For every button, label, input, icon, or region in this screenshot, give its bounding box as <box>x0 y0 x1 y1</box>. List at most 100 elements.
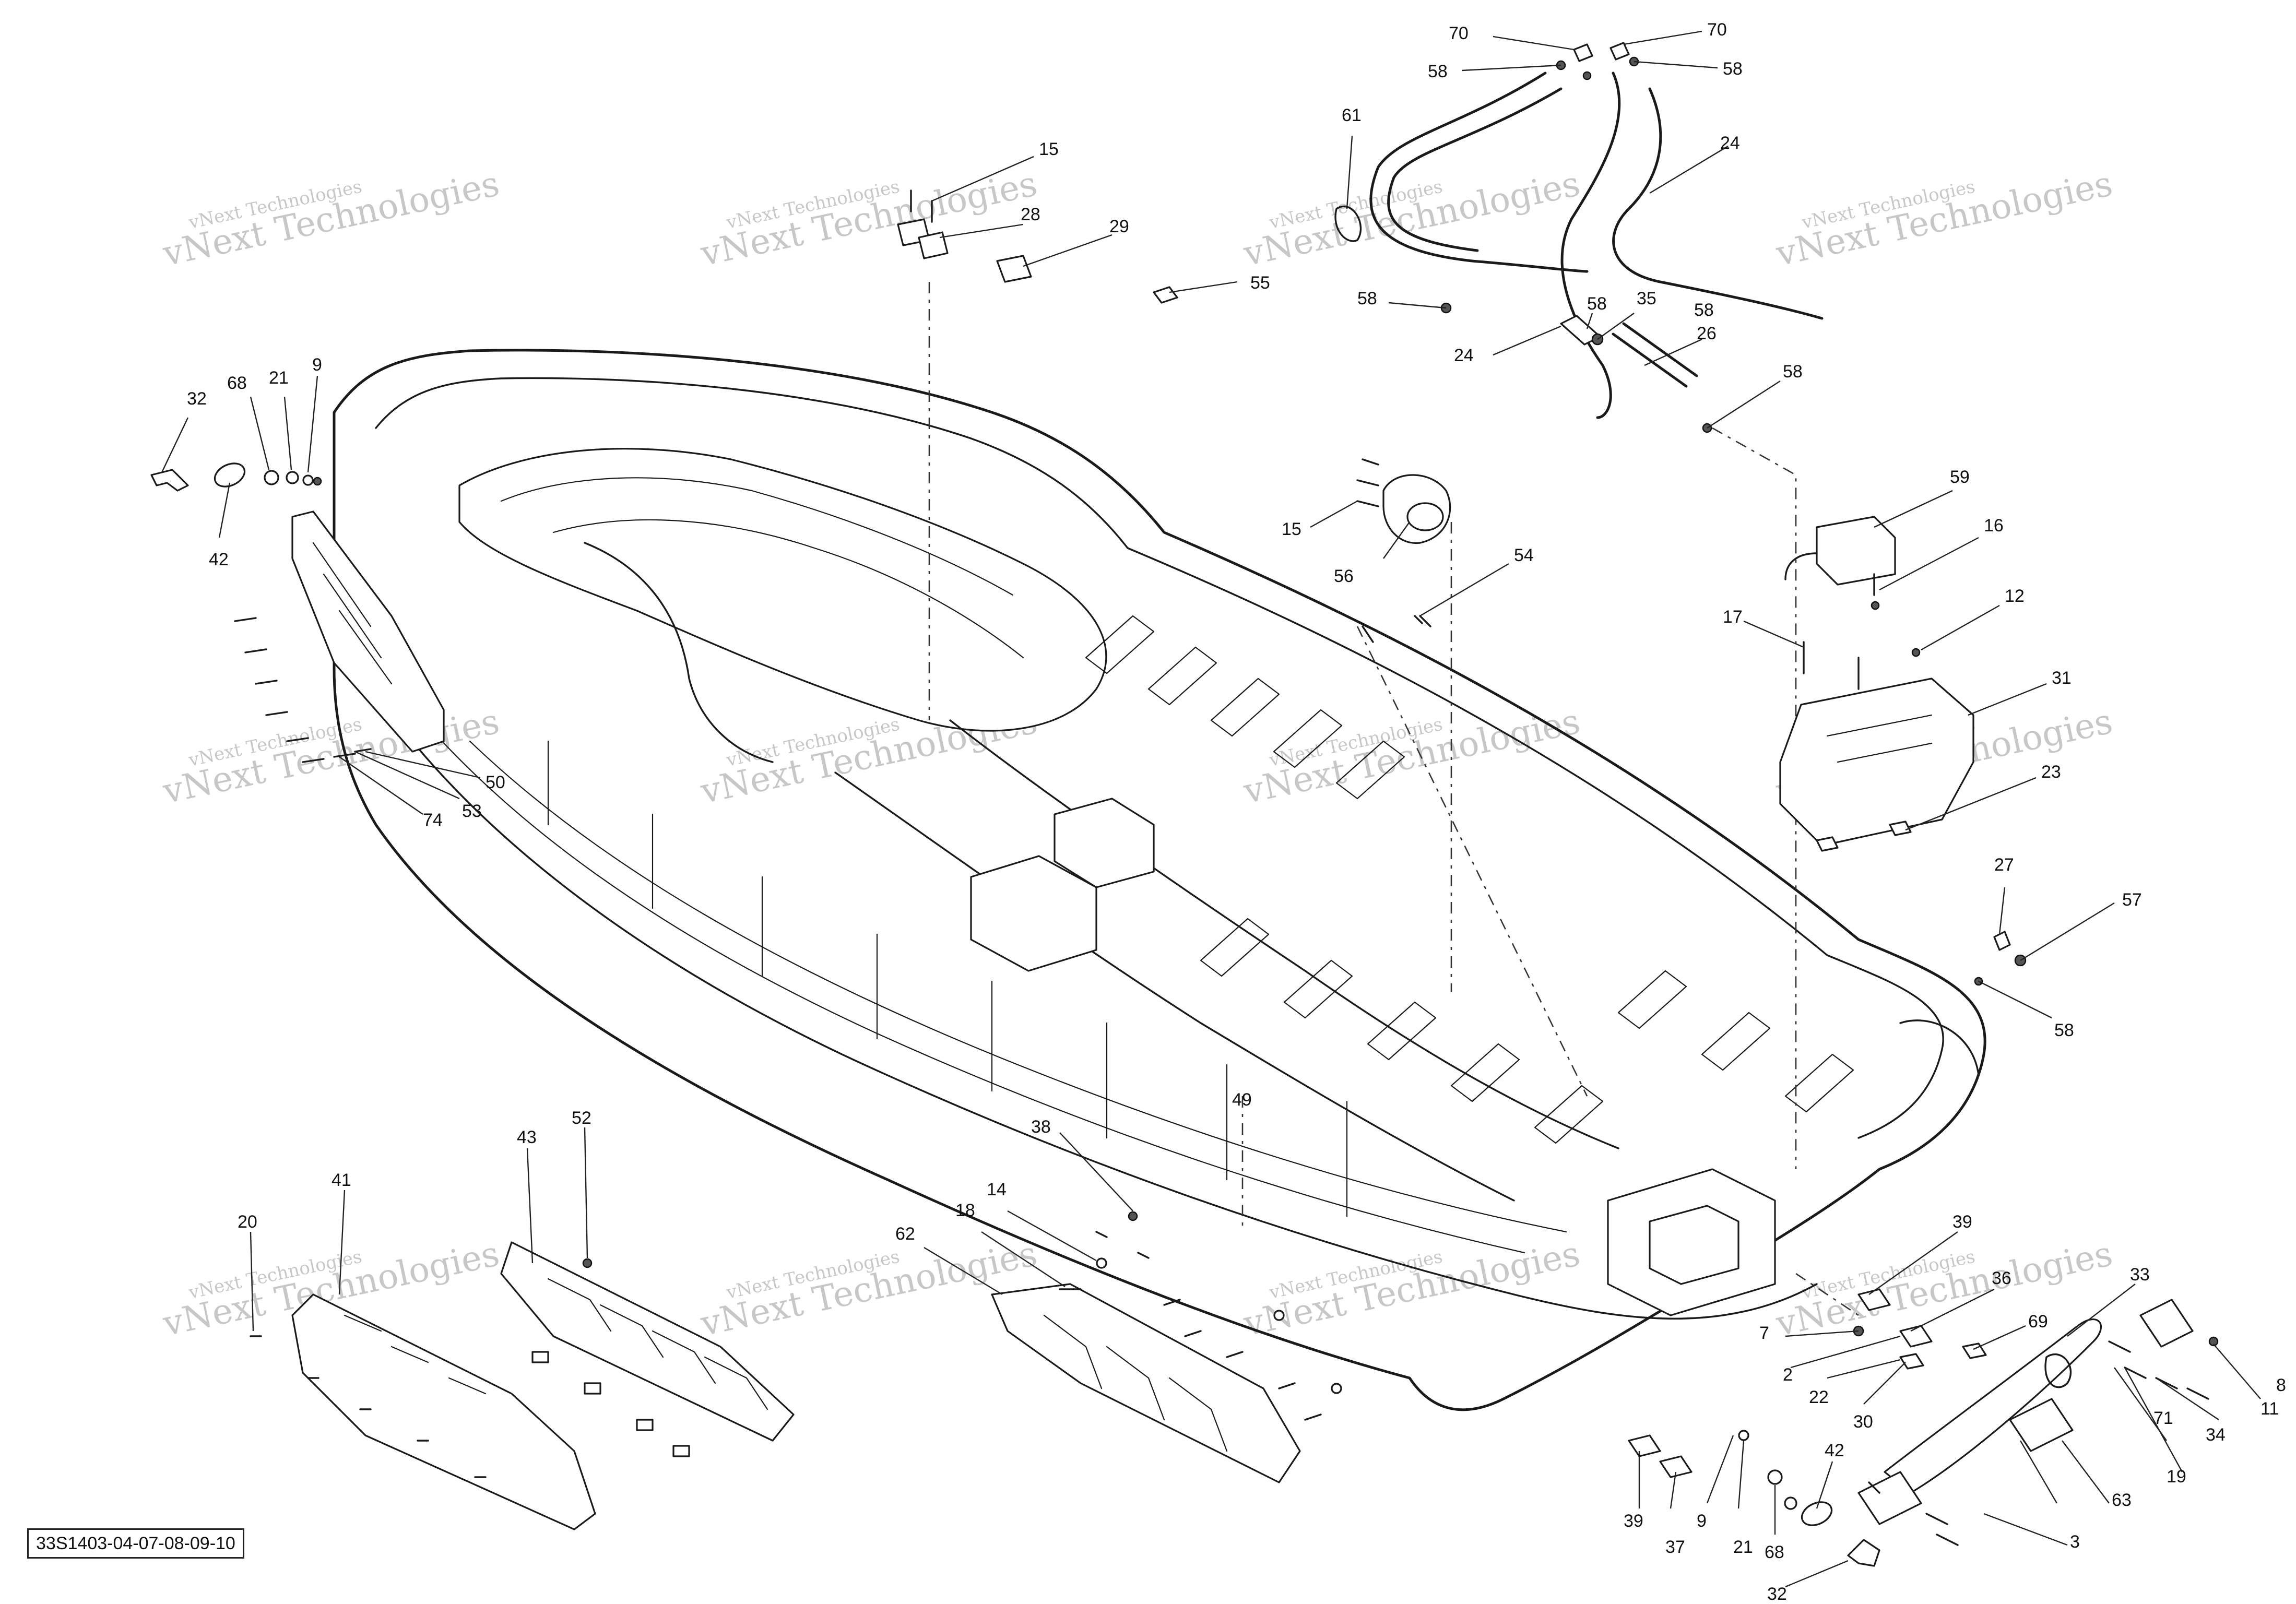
callout-number: 15 <box>1039 139 1059 159</box>
callout-number: 61 <box>1342 105 1362 125</box>
leader-line <box>584 1127 588 1258</box>
leader-line <box>1623 30 1702 45</box>
assembly-lines <box>928 282 1859 1316</box>
hull-panel-divider <box>547 740 1348 1217</box>
callout-number: 2 <box>1783 1365 1793 1385</box>
leader-line <box>1816 1461 1833 1509</box>
screw <box>1163 1299 1322 1421</box>
callout-number: 24 <box>1454 346 1474 365</box>
leader-line <box>307 375 318 473</box>
leader-line <box>339 756 423 815</box>
callout-number: 9 <box>1697 1511 1707 1531</box>
drain-plug <box>1659 1455 1693 1478</box>
leader-line <box>1790 1335 1901 1369</box>
screw <box>250 1335 487 1478</box>
washer <box>1273 1310 1285 1321</box>
watermark: vNext Technologies vNext Technologies <box>1772 1233 2116 1344</box>
callout-labels: 70 70 58 58 61 24 15 28 29 55 58 58 35 5… <box>187 20 2286 1604</box>
leader-line <box>981 1231 1066 1288</box>
watermark: vNext Technologies vNext Technologies <box>1240 163 1583 274</box>
leader-line <box>1634 61 1718 69</box>
drain-plug <box>1153 286 1178 304</box>
sponson-left <box>291 510 445 753</box>
leader-line <box>2124 1367 2183 1472</box>
callout-number: 21 <box>269 368 289 388</box>
callout-number: 21 <box>1733 1537 1753 1557</box>
callout-number: 26 <box>1697 324 1717 343</box>
screw <box>1059 1231 1150 1290</box>
sponson-rib <box>312 542 393 685</box>
washer <box>302 474 314 486</box>
callout-number: 53 <box>462 801 482 821</box>
nut <box>582 1258 593 1268</box>
leader-line <box>1998 887 2006 935</box>
callout-number: 58 <box>2054 1020 2074 1040</box>
nut <box>1128 1211 1138 1221</box>
tray-detail <box>1826 714 1933 763</box>
leader-line <box>1827 1359 1901 1379</box>
fasteners <box>897 42 2027 986</box>
t-nut <box>636 1419 654 1431</box>
callout-number: 39 <box>1624 1511 1643 1531</box>
bar-detail <box>547 1278 768 1410</box>
handle-bracket <box>2139 1299 2194 1348</box>
fin-detail <box>1043 1314 1228 1452</box>
hoses <box>1334 72 1824 419</box>
hose <box>1612 87 1824 320</box>
hose-fitting <box>1609 42 1630 61</box>
nut <box>1871 601 1880 610</box>
hull-deck-rim <box>333 349 1986 1411</box>
hull-inner-rim <box>375 377 1944 1139</box>
callout-number: 69 <box>2028 1312 2048 1332</box>
floor-ribs <box>1085 615 1854 1144</box>
callout-number: 27 <box>1994 855 2014 875</box>
leader-line <box>1973 1325 2026 1350</box>
callout-number: 59 <box>1950 467 1970 487</box>
leader-line <box>1649 145 1729 194</box>
callout-number: 29 <box>1109 217 1129 236</box>
clamp <box>1582 71 1592 80</box>
screw <box>1356 458 1379 507</box>
callout-number: 71 <box>2153 1408 2173 1428</box>
floor-rib <box>1200 918 1270 977</box>
leader-line <box>1493 325 1561 356</box>
callout-number: 43 <box>517 1127 537 1147</box>
nut-block <box>1816 836 1839 852</box>
leader-line <box>1388 302 1447 309</box>
callout-number: 58 <box>1357 289 1377 308</box>
callout-number: 74 <box>423 810 443 830</box>
callout-number: 42 <box>1825 1441 1844 1460</box>
cover-plate <box>214 462 246 488</box>
sensor-cable <box>1784 552 1818 580</box>
leader-line <box>1921 604 2000 651</box>
leader-line <box>1007 1210 1097 1262</box>
leader-line <box>2067 1284 2136 1337</box>
leader-line <box>1419 563 1509 617</box>
pin <box>1868 1481 1880 1494</box>
leader-line <box>1968 683 2047 716</box>
left-parts <box>150 462 445 763</box>
document-id-label: 33S1403-04-07-08-09-10 <box>27 1528 244 1559</box>
callout-number: 8 <box>2276 1375 2286 1395</box>
hose <box>1560 72 1621 419</box>
fitting <box>1962 1342 1987 1359</box>
watermark: vNext Technologies vNext Technologies <box>1772 163 2116 274</box>
callout-number: 70 <box>1707 20 1727 40</box>
leader-line <box>924 1246 1003 1296</box>
callout-number: 11 <box>2261 1399 2279 1419</box>
hose <box>1387 87 1563 252</box>
hose <box>1369 72 1589 273</box>
watermark: vNext Technologies vNext Technologies <box>697 163 1040 274</box>
seat-contour <box>552 519 1024 659</box>
watermark: vNext Technologies vNext Technologies <box>1240 1233 1583 1344</box>
leader-line <box>1493 35 1575 51</box>
leader-line <box>1597 313 1635 340</box>
callout-number: 68 <box>1765 1542 1784 1562</box>
leader-line <box>1169 281 1238 293</box>
handle-base <box>1857 1471 1922 1525</box>
handle-ring <box>2044 1353 2072 1388</box>
callout-number: 30 <box>1853 1412 1873 1432</box>
callout-number: 32 <box>1767 1584 1787 1604</box>
floor-rib <box>1367 1001 1437 1061</box>
floor-rib <box>1085 615 1155 674</box>
